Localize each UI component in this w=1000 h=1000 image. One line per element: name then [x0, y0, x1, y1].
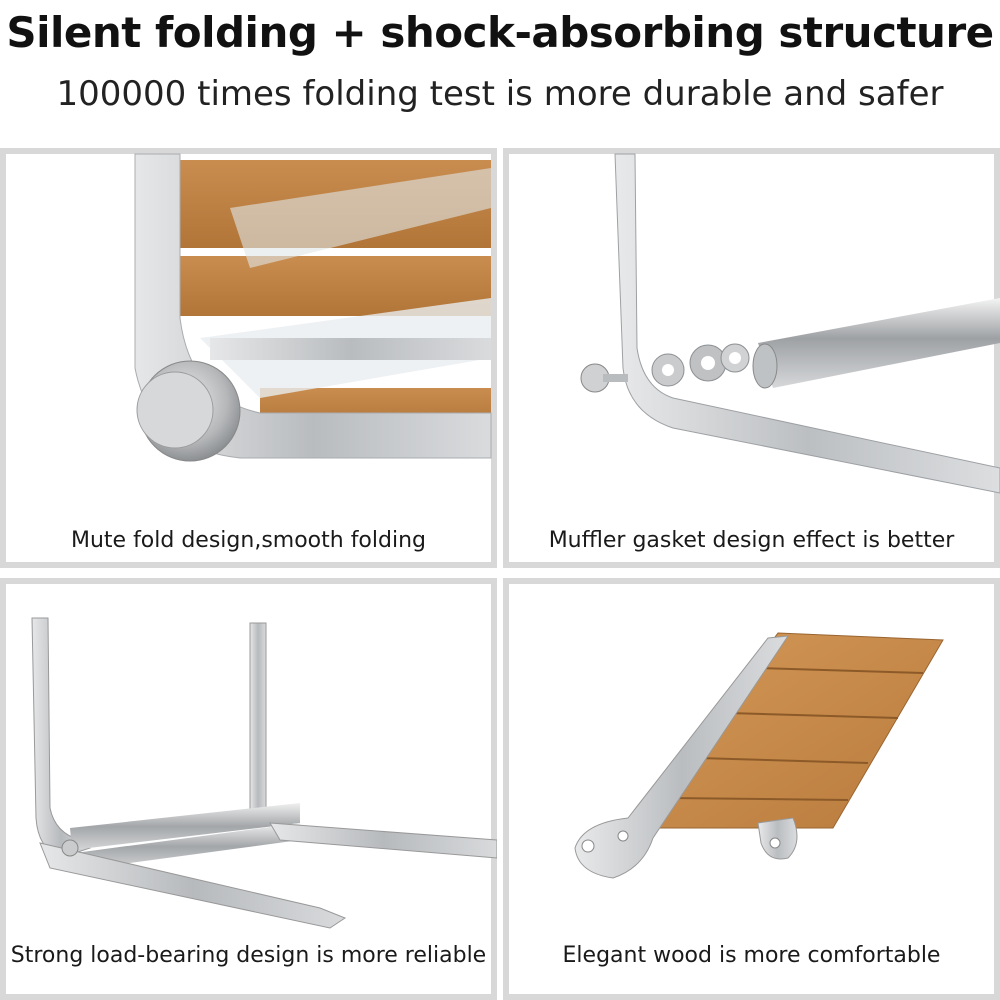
page-title: Silent folding + shock-absorbing structu… [6, 8, 994, 57]
panel-mute-fold: Mute fold design,smooth folding [0, 148, 497, 568]
panel-caption: Muffler gasket design effect is better [548, 528, 955, 553]
panel-caption: Strong load-bearing design is more relia… [10, 943, 487, 968]
panel-elegant-wood: Elegant wood is more comfortable [503, 578, 1000, 1000]
bracket-frame-illustration [31, 617, 497, 929]
panel-load-bearing: Strong load-bearing design is more relia… [0, 578, 497, 1000]
wood-seat-illustration [574, 632, 944, 879]
hinge-closeup-illustration [6, 153, 492, 462]
panel-caption: Elegant wood is more comfortable [562, 943, 941, 968]
panel-muffler-gasket: Muffler gasket design effect is better [503, 148, 1000, 568]
header: Silent folding + shock-absorbing structu… [0, 0, 1000, 145]
page-subtitle: 100000 times folding test is more durabl… [56, 74, 944, 114]
panel-caption: Mute fold design,smooth folding [70, 528, 426, 553]
gasket-exploded-illustration [580, 153, 1000, 494]
